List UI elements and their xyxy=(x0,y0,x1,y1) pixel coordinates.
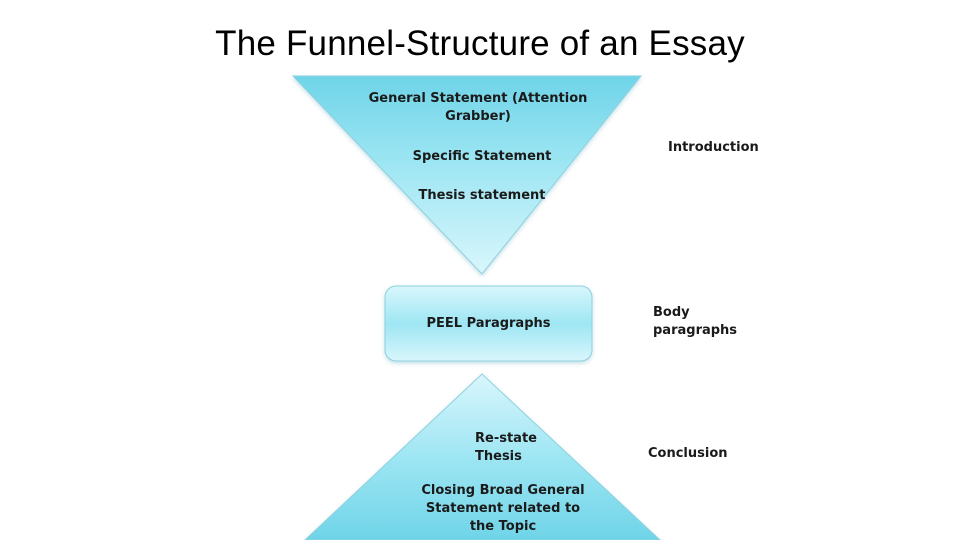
closing-statement-text: Closing Broad General Statement related … xyxy=(421,483,585,534)
restate-thesis-text: Re-state Thesis xyxy=(475,431,537,464)
thesis-statement-text: Thesis statement xyxy=(418,188,546,203)
conclusion-label: Conclusion xyxy=(648,446,728,461)
peel-paragraphs-text: PEEL Paragraphs xyxy=(426,316,551,331)
introduction-funnel-shape xyxy=(291,75,643,275)
introduction-label: Introduction xyxy=(668,140,759,155)
page-title: The Funnel-Structure of an Essay xyxy=(215,24,745,63)
general-statement-text: General Statement (Attention Grabber) xyxy=(368,91,588,124)
body-paragraphs-label: Body paragraphs xyxy=(653,305,738,338)
specific-statement-text: Specific Statement xyxy=(412,149,552,164)
body-paragraphs-box xyxy=(384,285,593,362)
conclusion-funnel-shape xyxy=(304,373,661,540)
